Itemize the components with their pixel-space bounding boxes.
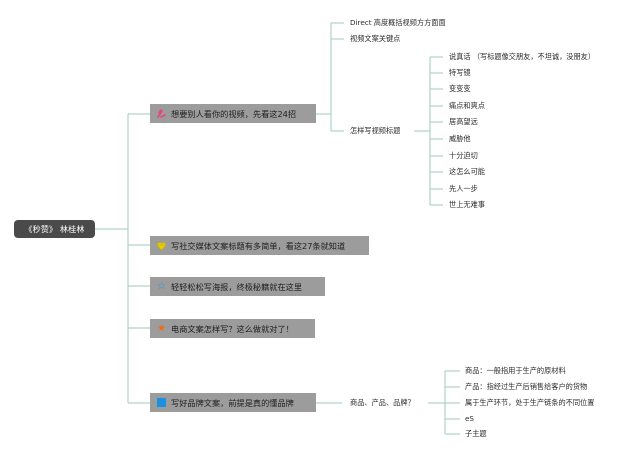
branch-label-2: 写社交媒体文案标题有多简单，看这27条就知道: [171, 240, 346, 251]
node-direct[interactable]: Direct 高度概括视频方方面面: [350, 18, 446, 27]
yellow-diamond-icon: [156, 240, 167, 251]
title-tip-10[interactable]: 世上无难事: [449, 200, 485, 209]
brand-item-4[interactable]: eS: [465, 414, 474, 423]
brand-item-3[interactable]: 属于生产环节，处于生产链条的不同位置: [465, 398, 595, 407]
title-tip-1[interactable]: 说真话 （写标题像交朋友，不坦诚，没朋友）: [449, 52, 596, 61]
branch-label-3: 轻轻松松写海报，终极秘籍就在这里: [171, 281, 303, 292]
branch-node-2[interactable]: 写社交媒体文案标题有多简单，看这27条就知道: [150, 236, 369, 255]
branch-label-1: 想要别人看你的视频，先看这24招: [171, 108, 297, 119]
node-product-brand[interactable]: 商品、产品、品牌？: [350, 398, 415, 407]
title-tip-4[interactable]: 痛点和爽点: [449, 101, 485, 110]
title-tip-5[interactable]: 居高望远: [449, 117, 478, 126]
branch-label-5: 写好品牌文案，前提是真的懂品牌: [171, 397, 294, 408]
brand-item-2[interactable]: 产品：指经过生产后销售给客户的货物: [465, 382, 588, 391]
connector-b5-c: [445, 370, 460, 435]
title-tip-9[interactable]: 先人一步: [449, 184, 478, 193]
branch-label-4: 电商文案怎样写？这么做就对了！: [171, 323, 294, 334]
title-tip-2[interactable]: 特写镜: [449, 68, 471, 77]
brand-item-1[interactable]: 商品：一般指用于生产的原材料: [465, 366, 566, 375]
node-video-title[interactable]: 怎样写视频标题: [350, 126, 401, 135]
pink-scissors-icon: [156, 108, 167, 119]
branch-node-3[interactable]: ☆ 轻轻松松写海报，终极秘籍就在这里: [150, 277, 325, 296]
title-tip-7[interactable]: 十分迫切: [449, 151, 478, 160]
connector-title-c: [430, 56, 443, 206]
brand-item-5[interactable]: 子主题: [465, 429, 487, 438]
root-label: 《秒赞》 林桂林: [24, 224, 85, 234]
branch-node-5[interactable]: 写好品牌文案，前提是真的懂品牌: [150, 393, 316, 412]
root-node[interactable]: 《秒赞》 林桂林: [14, 220, 95, 238]
title-tip-6[interactable]: 威胁他: [449, 134, 471, 143]
node-video-keypoints[interactable]: 视频文案关键点: [350, 34, 401, 43]
blue-star-icon: ☆: [157, 280, 166, 292]
orange-star-icon: ★: [157, 322, 166, 334]
title-tip-3[interactable]: 变变变: [449, 84, 471, 93]
branch-node-4[interactable]: ★ 电商文案怎样写？这么做就对了！: [150, 319, 315, 338]
blue-square-icon: [156, 397, 167, 408]
title-tip-8[interactable]: 这怎么可能: [449, 167, 485, 176]
branch-node-1[interactable]: 想要别人看你的视频，先看这24招: [150, 104, 316, 123]
